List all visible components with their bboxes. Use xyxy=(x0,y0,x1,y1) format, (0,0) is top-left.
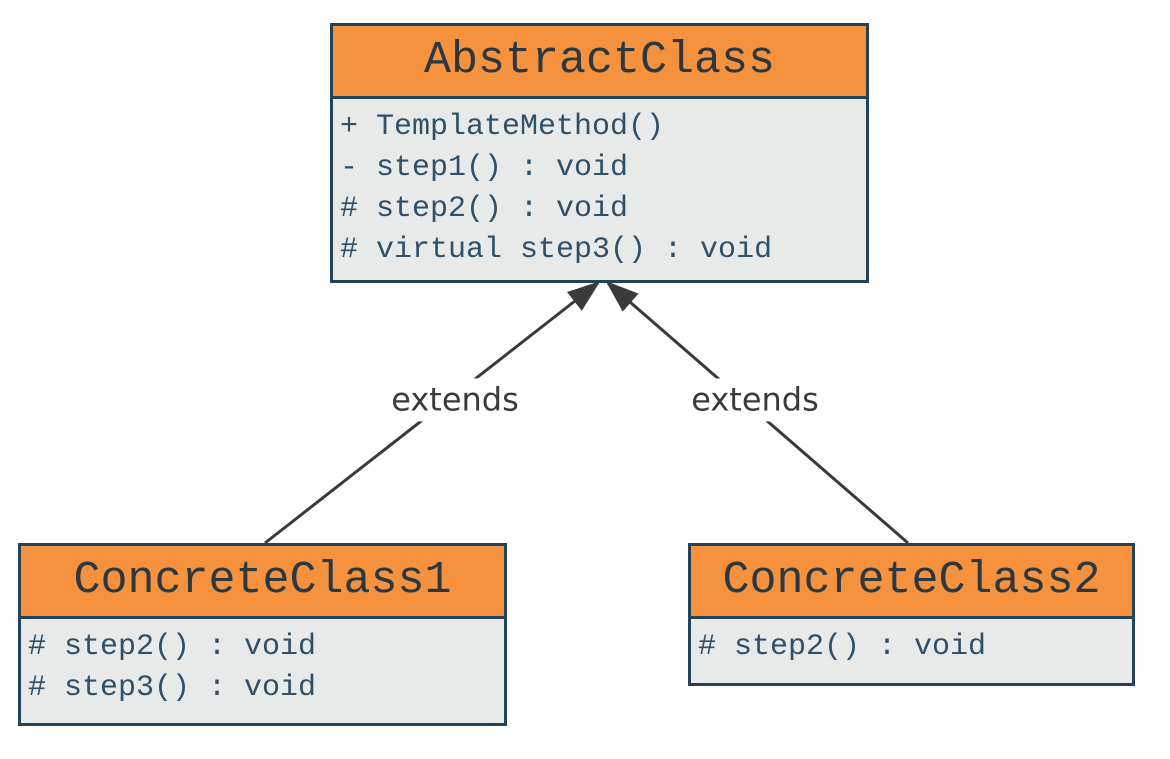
method-row: # step2() : void xyxy=(698,630,987,664)
method-row: - step1() : void xyxy=(340,151,629,185)
class-box-abstractclass: AbstractClass + TemplateMethod() - step1… xyxy=(330,23,869,283)
class-title-concreteclass1: ConcreteClass1 xyxy=(21,546,504,619)
method-row: # step2() : void xyxy=(28,630,317,664)
method-row: # step3() : void xyxy=(28,671,317,705)
class-title-concreteclass2: ConcreteClass2 xyxy=(691,546,1132,619)
class-box-concreteclass1: ConcreteClass1 # step2() : void # step3(… xyxy=(18,543,507,726)
class-title-abstractclass: AbstractClass xyxy=(333,26,866,99)
class-methods-abstractclass: + TemplateMethod() - step1() : void # st… xyxy=(333,99,866,271)
method-row: + TemplateMethod() xyxy=(340,110,665,144)
class-methods-concreteclass2: # step2() : void xyxy=(691,619,1132,668)
method-row: # virtual step3() : void xyxy=(340,233,773,267)
class-box-concreteclass2: ConcreteClass2 # step2() : void xyxy=(688,543,1135,686)
class-methods-concreteclass1: # step2() : void # step3() : void xyxy=(21,619,504,709)
extends-label-left: extends xyxy=(379,378,531,422)
method-row: # step2() : void xyxy=(340,192,629,226)
extends-label-right: extends xyxy=(679,378,831,422)
